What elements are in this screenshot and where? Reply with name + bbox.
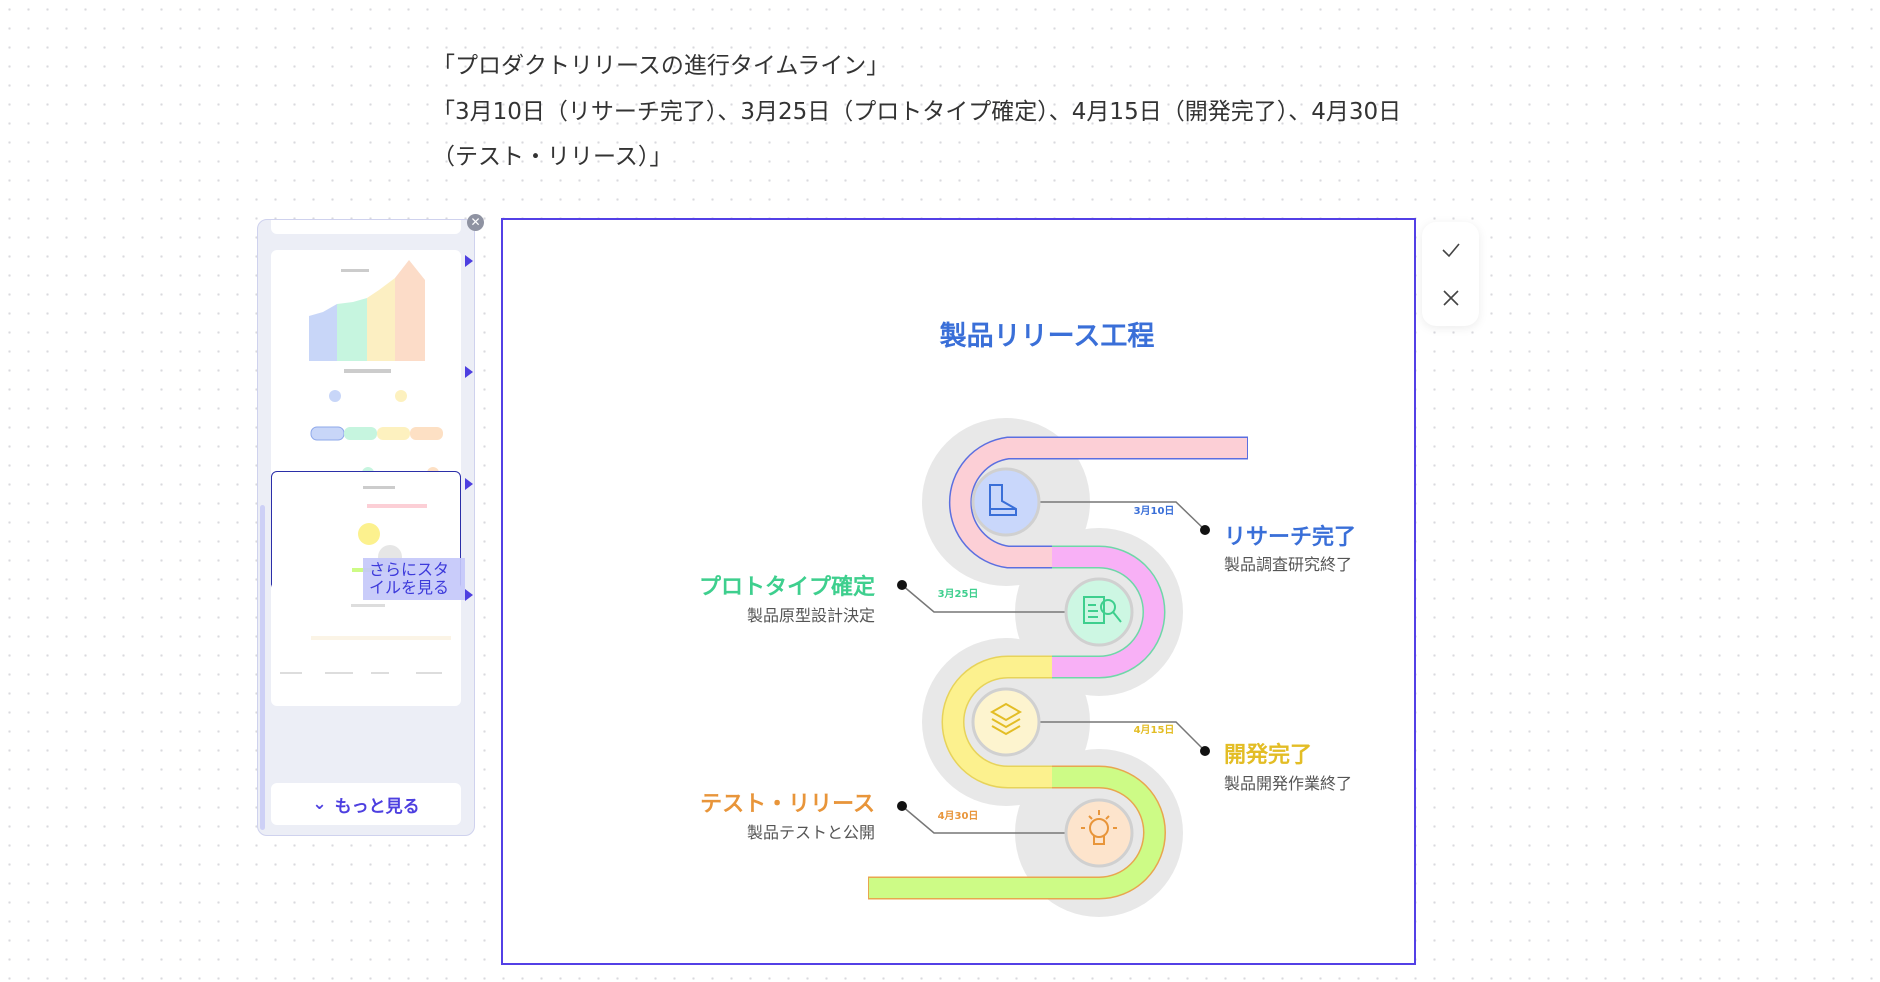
thumbnail-arrow-icon xyxy=(465,589,473,601)
accept-button[interactable] xyxy=(1422,230,1479,270)
show-more-button[interactable]: ⌄ もっと見る xyxy=(271,783,461,825)
prompt-line-3: （テスト・リリース）」 xyxy=(432,144,673,170)
more-styles-tooltip: さらにスタイルを見る xyxy=(363,558,465,600)
style-thumbnail-0[interactable] xyxy=(271,220,461,234)
chevron-down-icon: ⌄ xyxy=(312,794,327,814)
accept-reject-toolbar xyxy=(1422,222,1479,326)
prompt-line-2: 「3月10日（リサーチ完了）、3月25日（プロトタイプ確定）、4月15日（開発完… xyxy=(432,99,1402,125)
infographic-canvas[interactable] xyxy=(501,218,1416,965)
thumbnail-arrow-icon xyxy=(465,255,473,267)
show-more-label: もっと見る xyxy=(334,796,420,817)
thumbnail-arrow-icon xyxy=(465,478,473,490)
style-panel: ⌄ もっと見る xyxy=(257,219,475,836)
close-icon xyxy=(1442,290,1459,306)
close-panel-button[interactable]: ✕ xyxy=(467,214,484,231)
thumbnail-arrow-icon xyxy=(465,366,473,378)
check-icon xyxy=(1441,243,1460,258)
reject-button[interactable] xyxy=(1422,278,1479,318)
style-thumbnail-timeline[interactable] xyxy=(271,361,461,485)
style-thumbnail-wave[interactable] xyxy=(271,582,461,706)
prompt-line-1: 「プロダクトリリースの進行タイムライン」 xyxy=(432,53,890,79)
style-thumbnail-mountain[interactable] xyxy=(271,250,461,374)
panel-scrollbar[interactable] xyxy=(260,505,265,830)
